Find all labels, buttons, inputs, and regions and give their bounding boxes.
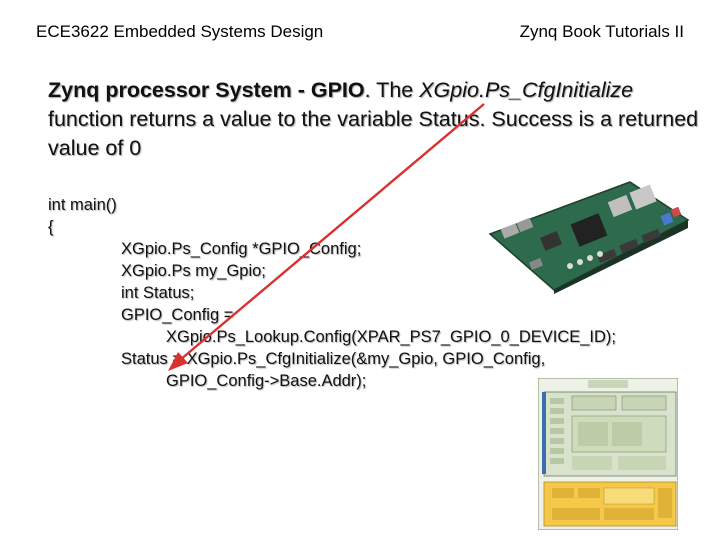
intro-text-1: . The: [364, 78, 420, 102]
code-line-2: {: [48, 218, 54, 236]
board-photo: [488, 181, 690, 294]
header-course-title: ECE3622 Embedded Systems Design: [36, 22, 324, 41]
intro-text-2: function returns a value to the variable…: [48, 107, 699, 160]
code-line-6: GPIO_Config =: [121, 306, 234, 324]
code-line-9: GPIO_Config->Base.Addr);: [166, 372, 367, 390]
header-tutorial-title: Zynq Book Tutorials II: [519, 22, 684, 41]
zynq-block-diagram: [538, 378, 678, 530]
code-line-4: XGpio.Ps my_Gpio;: [121, 262, 266, 280]
code-line-7: XGpio.Ps_Lookup.Config(XPAR_PS7_GPIO_0_D…: [166, 328, 617, 346]
intro-heading: Zynq processor System - GPIO: [48, 78, 365, 102]
code-line-3: XGpio.Ps_Config *GPIO_Config;: [121, 240, 362, 258]
intro-function-name: XGpio.Ps_CfgInitialize: [419, 78, 634, 102]
code-line-5: int Status;: [121, 284, 195, 302]
intro-paragraph: Zynq processor System - GPIO. The XGpio.…: [48, 76, 708, 163]
code-line-8: Status = XGpio.Ps_CfgInitialize(&my_Gpio…: [121, 350, 546, 368]
code-line-1: int main(): [48, 196, 117, 214]
